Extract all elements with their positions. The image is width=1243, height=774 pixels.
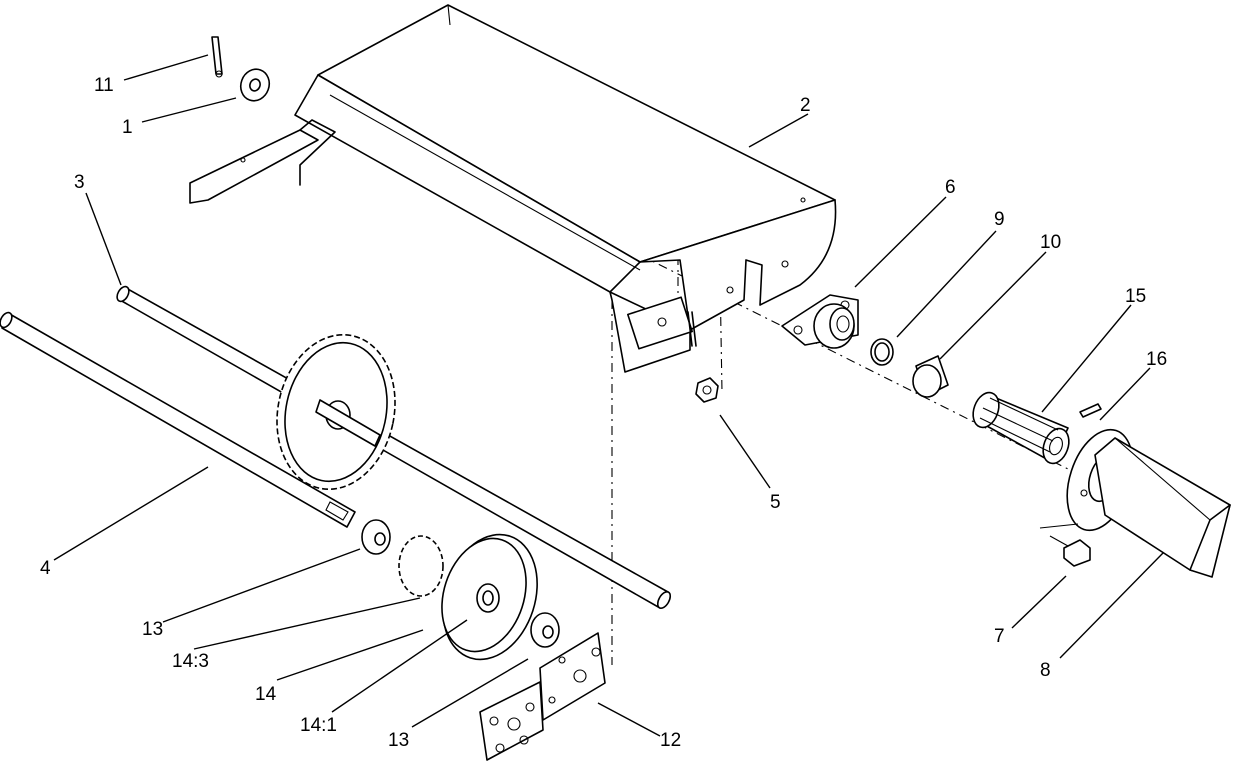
part-9-washer <box>870 338 894 366</box>
callout-13-left: 13 <box>142 619 163 640</box>
callout-14-3: 14:3 <box>172 651 209 672</box>
part-8-chute <box>1066 428 1231 578</box>
callout-16: 16 <box>1146 349 1167 370</box>
callout-14: 14 <box>255 684 277 705</box>
assembly-centerlines <box>611 235 1071 665</box>
callout-2: 2 <box>800 95 811 116</box>
callout-15: 15 <box>1125 286 1146 307</box>
part-6-flange-bearing <box>781 294 859 349</box>
part-10-spacer <box>912 355 949 398</box>
part-16-key <box>1079 403 1102 418</box>
callout-11: 11 <box>94 75 114 96</box>
callout-6: 6 <box>945 177 956 198</box>
callout-4: 4 <box>40 558 51 579</box>
part-12-mounting-plate <box>479 632 606 761</box>
callout-7: 7 <box>994 626 1005 647</box>
leader-lines <box>53 54 1164 737</box>
part-11-cotter-pin <box>211 36 223 78</box>
part-15-splined-coupler <box>972 391 1070 465</box>
callout-1: 1 <box>122 117 133 138</box>
callout-14-1: 14:1 <box>300 715 337 736</box>
part-4-lower-shaft <box>0 311 356 528</box>
part-7-bolt <box>1039 523 1091 567</box>
callout-13-right: 13 <box>388 730 409 751</box>
part-5-nut <box>695 377 719 403</box>
part-1-washer <box>239 68 271 102</box>
callout-8: 8 <box>1040 660 1051 681</box>
part-14-pulley-assembly <box>398 533 538 661</box>
callout-10: 10 <box>1040 232 1061 253</box>
callout-labels: 11 1 2 3 4 5 6 9 10 15 16 7 8 13 14:3 14… <box>40 75 1167 751</box>
part-13-collar-left <box>361 519 391 555</box>
callout-9: 9 <box>994 209 1005 230</box>
part-3-upper-shaft <box>116 285 672 609</box>
part-2-cover-housing <box>189 4 837 373</box>
large-sprocket <box>276 333 396 491</box>
part-13-collar-right <box>530 612 560 648</box>
callout-3: 3 <box>74 172 85 193</box>
callout-12: 12 <box>660 730 681 751</box>
callout-5: 5 <box>770 492 781 513</box>
